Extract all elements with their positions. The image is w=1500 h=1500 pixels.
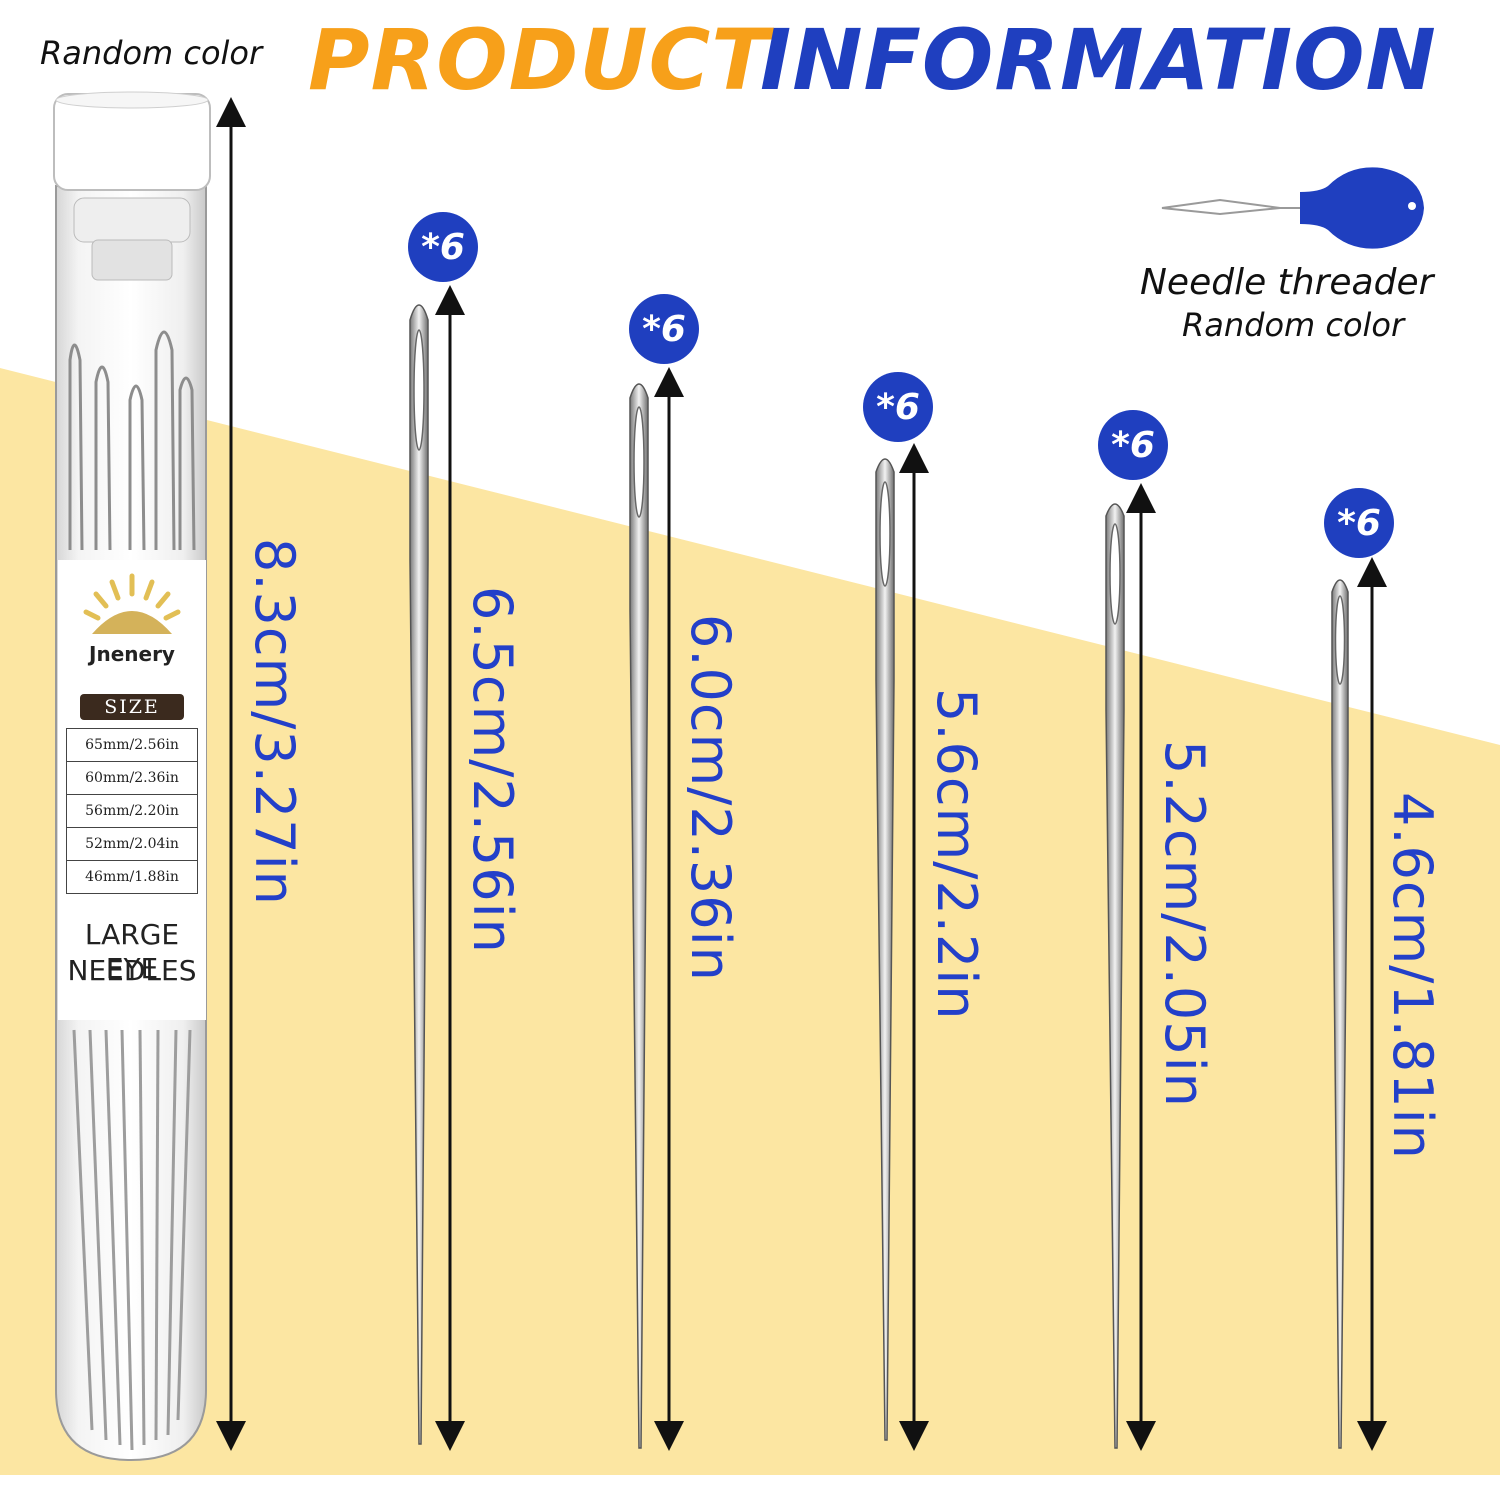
needle-2	[629, 383, 649, 1449]
needle-threader-label: Needle threader	[1140, 262, 1434, 303]
needle-tube	[53, 91, 211, 1462]
needle-5	[1331, 579, 1349, 1449]
size-row: 46mm/1.88in	[66, 861, 198, 894]
size-row: 52mm/2.04in	[66, 828, 198, 861]
label-line-1: LARGE EYE	[84, 918, 180, 985]
needle-3-length-label: 5.6cm/2.2in	[925, 688, 988, 1021]
label-line-2: NEEDLES	[67, 954, 197, 987]
tube-length-label: 8.3cm/3.27in	[243, 538, 306, 906]
tube-random-color-label: Random color	[40, 34, 263, 72]
title-information: INFORMATION	[760, 11, 1437, 109]
needle-4	[1105, 503, 1125, 1449]
needle-2-length-label: 6.0cm/2.36in	[679, 614, 742, 982]
tube-label: Jnenery SIZE 65mm/2.56in 60mm/2.36in 56m…	[58, 560, 206, 1020]
needle-5-length-label: 4.6cm/1.81in	[1381, 792, 1444, 1160]
needle-1	[409, 304, 429, 1445]
needle-4-count-badge: *6	[1098, 410, 1168, 480]
size-row: 60mm/2.36in	[66, 762, 198, 795]
brand-name: Jnenery	[89, 642, 175, 666]
needle-2-count-badge: *6	[629, 294, 699, 364]
needle-1-length-label: 6.5cm/2.56in	[461, 586, 524, 954]
needle-1-count-badge: *6	[408, 212, 478, 282]
size-row: 65mm/2.56in	[66, 728, 198, 762]
size-table: 65mm/2.56in 60mm/2.36in 56mm/2.20in 52mm…	[66, 728, 198, 894]
size-header: SIZE	[80, 694, 184, 720]
needle-4-length-label: 5.2cm/2.05in	[1153, 740, 1216, 1108]
needle-5-count-badge: *6	[1324, 488, 1394, 558]
needle-3-count-badge: *6	[863, 372, 933, 442]
needle-threader-color-label: Random color	[1182, 306, 1405, 344]
needle-threader-icon	[1161, 167, 1424, 249]
title-product: PRODUCT	[308, 11, 770, 109]
needle-3	[875, 458, 895, 1441]
size-row: 56mm/2.20in	[66, 795, 198, 828]
sun-logo-icon	[83, 573, 181, 634]
